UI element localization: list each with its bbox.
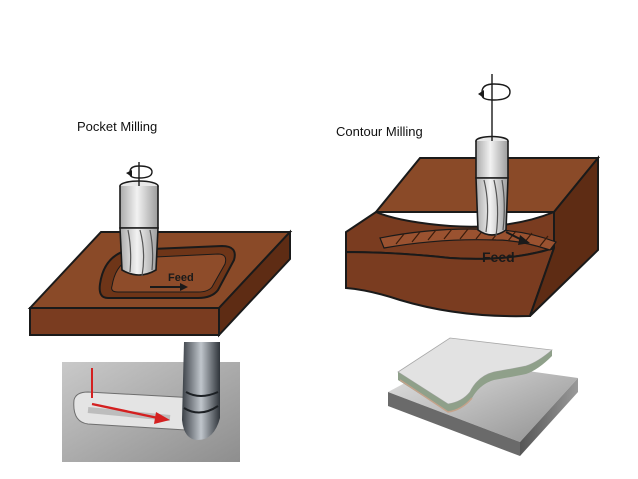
contour-tool-flute-lines — [483, 179, 505, 237]
contour-feed-label: Feed — [482, 249, 515, 265]
pocket-milling-caption: Pocket Milling — [77, 119, 158, 134]
photo-feed-arrow-icon — [91, 402, 159, 420]
rotation-arrow-icon — [129, 165, 153, 179]
contour-workpiece-front — [345, 246, 556, 318]
contour-feed-arrow-head-icon — [518, 235, 530, 245]
pocket-tool-flute-lines — [127, 229, 154, 277]
photo-contour-highlight — [399, 379, 473, 413]
photo-base-plate-side — [388, 392, 520, 456]
pocket-workpiece-side — [218, 229, 291, 338]
photo-base-plate-right — [520, 378, 578, 456]
pocket-milling-photo — [62, 342, 240, 462]
pocket-feed-label: Feed — [168, 272, 194, 284]
photo-end-mill-flutes — [183, 391, 219, 414]
pocket-milling-diagram: Feed — [27, 162, 293, 338]
contour-milling-caption: Contour Milling — [336, 124, 423, 139]
contour-rotation-arrow-icon — [481, 83, 511, 101]
pocket-rotation-head-icon — [126, 170, 132, 177]
contour-milling-photo — [388, 337, 578, 456]
pocket-tool-body — [119, 186, 159, 229]
contour-milling-diagram: Feed — [345, 74, 601, 318]
contour-tool-body — [475, 141, 509, 179]
feed-arrow-head-icon — [180, 283, 188, 291]
contour-rotation-head-icon — [478, 90, 484, 98]
photo-feed-arrow-head-icon — [154, 412, 170, 424]
contour-tool-flutes — [475, 177, 509, 236]
photo-end-mill — [182, 342, 220, 440]
pocket-workpiece-front — [29, 307, 220, 336]
